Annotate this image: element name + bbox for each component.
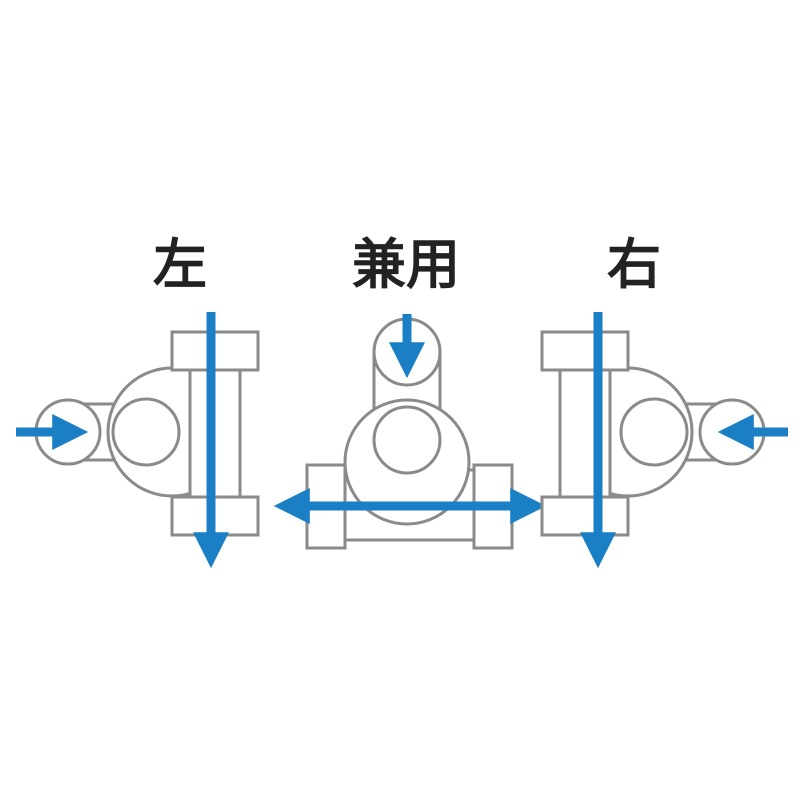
label-both: 兼用 [352, 233, 460, 296]
label-right: 右 [607, 233, 661, 296]
label-left: 左 [153, 233, 207, 296]
fitting-right [540, 330, 766, 537]
